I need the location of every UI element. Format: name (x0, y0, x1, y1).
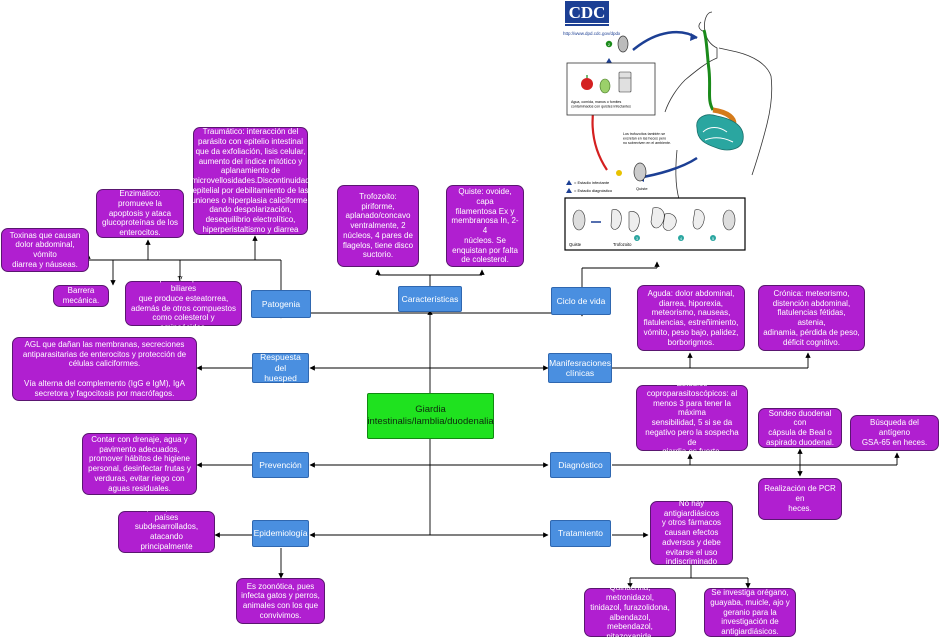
panel-trophozoite-label: Trofozoito (613, 242, 632, 247)
stage-legend: = Estadio infectante = Estadio diagnósti… (566, 180, 613, 193)
legend-diagnostic: = Estadio diagnóstico (574, 188, 613, 193)
box-traumatico: Traumático: interacción del parásito con… (191, 127, 310, 235)
box-prevencion-detalle: Contar con drenaje, agua y pavimento ade… (82, 433, 197, 495)
trophozoite-note: Los trofozoítos también se excretan en l… (623, 132, 671, 145)
box-estudios-coproparasitoscopicos: Estudios coproparasitoscópicos: al menos… (636, 379, 748, 456)
intestinal-stages-panel: Quiste Trofozoito 3 4 5 (564, 197, 746, 251)
step-2-label: 2 (608, 42, 611, 47)
box-trofozoito: Trofozoito: piriforme, aplanado/concavo … (337, 185, 419, 267)
ingestion-arrow (632, 30, 698, 51)
digestive-tract-illustration (696, 29, 744, 151)
contaminated-food-panel: Agua, comida, manos o fomites contaminad… (566, 62, 656, 116)
node-caracteristicas[interactable]: Características (398, 286, 462, 312)
box-barrera-mecanica: Barrera mecánica. (53, 285, 109, 307)
node-diagnostico[interactable]: Diagnóstico (550, 452, 611, 478)
cdc-logo-text: CDC (569, 3, 606, 22)
node-tratamiento[interactable]: Tratamiento (550, 520, 611, 547)
box-no-hay-antigiardiasicos: No hay antigiardiásicos y otros fármacos… (650, 499, 733, 566)
box-investigacion-plantas: Se investiga orégano, guayaba, muicle, a… (704, 588, 796, 637)
cyst-label: Quiste (636, 186, 648, 191)
box-quiste: Quiste: ovoide, capa filamentosa Ex y me… (446, 185, 524, 267)
box-aguda: Aguda: dolor abdominal, diarrea, hiporex… (637, 285, 745, 351)
node-patogenia[interactable]: Patogenia (251, 290, 311, 318)
step-4-label: 4 (680, 237, 682, 241)
node-manifestaciones-clinicas[interactable]: Manifesraciones clínicas (548, 353, 612, 383)
box-paises-subdesarrollados: Se da principalmente en países subdesarr… (118, 503, 215, 561)
node-ciclo-de-vida[interactable]: Ciclo de vida (551, 287, 611, 315)
central-topic-giardia: Giardia intestinalis/lamblia/duodenalia (367, 393, 494, 439)
box-toxinas: Toxinas que causan dolor abdominal, vómi… (1, 228, 89, 272)
node-respuesta-huesped[interactable]: Respuesta del huesped (252, 352, 309, 383)
step-5-label: 5 (712, 237, 714, 241)
box-cronica: Crónica: meteorismo, distención abdomina… (758, 285, 865, 351)
box-farmacos: Quinacrina, metronidazol, tinidazol, fur… (584, 583, 676, 641)
node-prevencion[interactable]: Prevención (252, 452, 309, 478)
cdc-url: http://www.dpd.cdc.gov/dpdx (563, 31, 621, 36)
cdc-life-cycle-diagram: CDC http://www.dpd.cdc.gov/dpdx 2 (557, 0, 939, 275)
step-2-marker (605, 40, 613, 48)
node-epidemiologia[interactable]: Epidemiología (252, 520, 309, 547)
cdc-logo: CDC (565, 1, 609, 26)
legend-infective: = Estadio infectante (574, 180, 610, 185)
food-caption: Agua, comida, manos o fomites contaminad… (571, 100, 631, 108)
step-3-label: 3 (636, 237, 638, 241)
box-zoonotica: Es zoonótica, pues infecta gatos y perro… (236, 578, 325, 624)
step-1-marker (616, 170, 622, 176)
box-pcr: Realización de PCR en heces. (758, 478, 842, 520)
panel-cyst-label: Quiste (569, 242, 582, 247)
infective-triangle-icon (606, 58, 612, 63)
box-competencia: Competencia por sales biliares que produ… (125, 274, 242, 332)
box-agl: AGL que dañan las membranas, secreciones… (12, 337, 197, 401)
diagnostic-cyst-illustration (633, 162, 647, 182)
box-sondeo-duodenal: Sondeo duodenal con cápsula de Beal o as… (758, 408, 842, 448)
box-enzimatico: Enzimático: promueve la apoptosis y atac… (96, 189, 184, 238)
box-busqueda-antigeno: Búsqueda del antígeno GSA-65 en heces. (850, 415, 939, 451)
infective-cyst-illustration (617, 35, 629, 53)
